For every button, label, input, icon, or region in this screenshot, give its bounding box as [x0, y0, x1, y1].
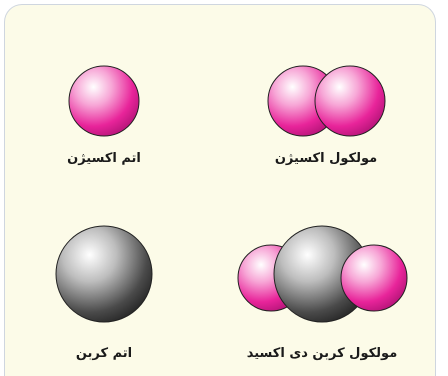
label-carbon-dioxide-molecule: مولکول کربن دی اکسید: [246, 346, 398, 361]
label-oxygen-molecule: مولکول اکسیژن: [274, 151, 378, 166]
oxygen-atom-right: [314, 65, 386, 137]
co2-oxygen-right: [340, 244, 408, 312]
oxygen-atom: [68, 65, 140, 137]
carbon-dioxide-molecule: [237, 225, 408, 323]
oxygen-molecule: [267, 65, 386, 137]
label-oxygen-atom: اتم اکسیژن: [67, 151, 141, 166]
label-carbon-atom: اتم کربن: [75, 346, 133, 361]
carbon-atom: [55, 225, 153, 323]
diagram-panel: [4, 4, 436, 376]
